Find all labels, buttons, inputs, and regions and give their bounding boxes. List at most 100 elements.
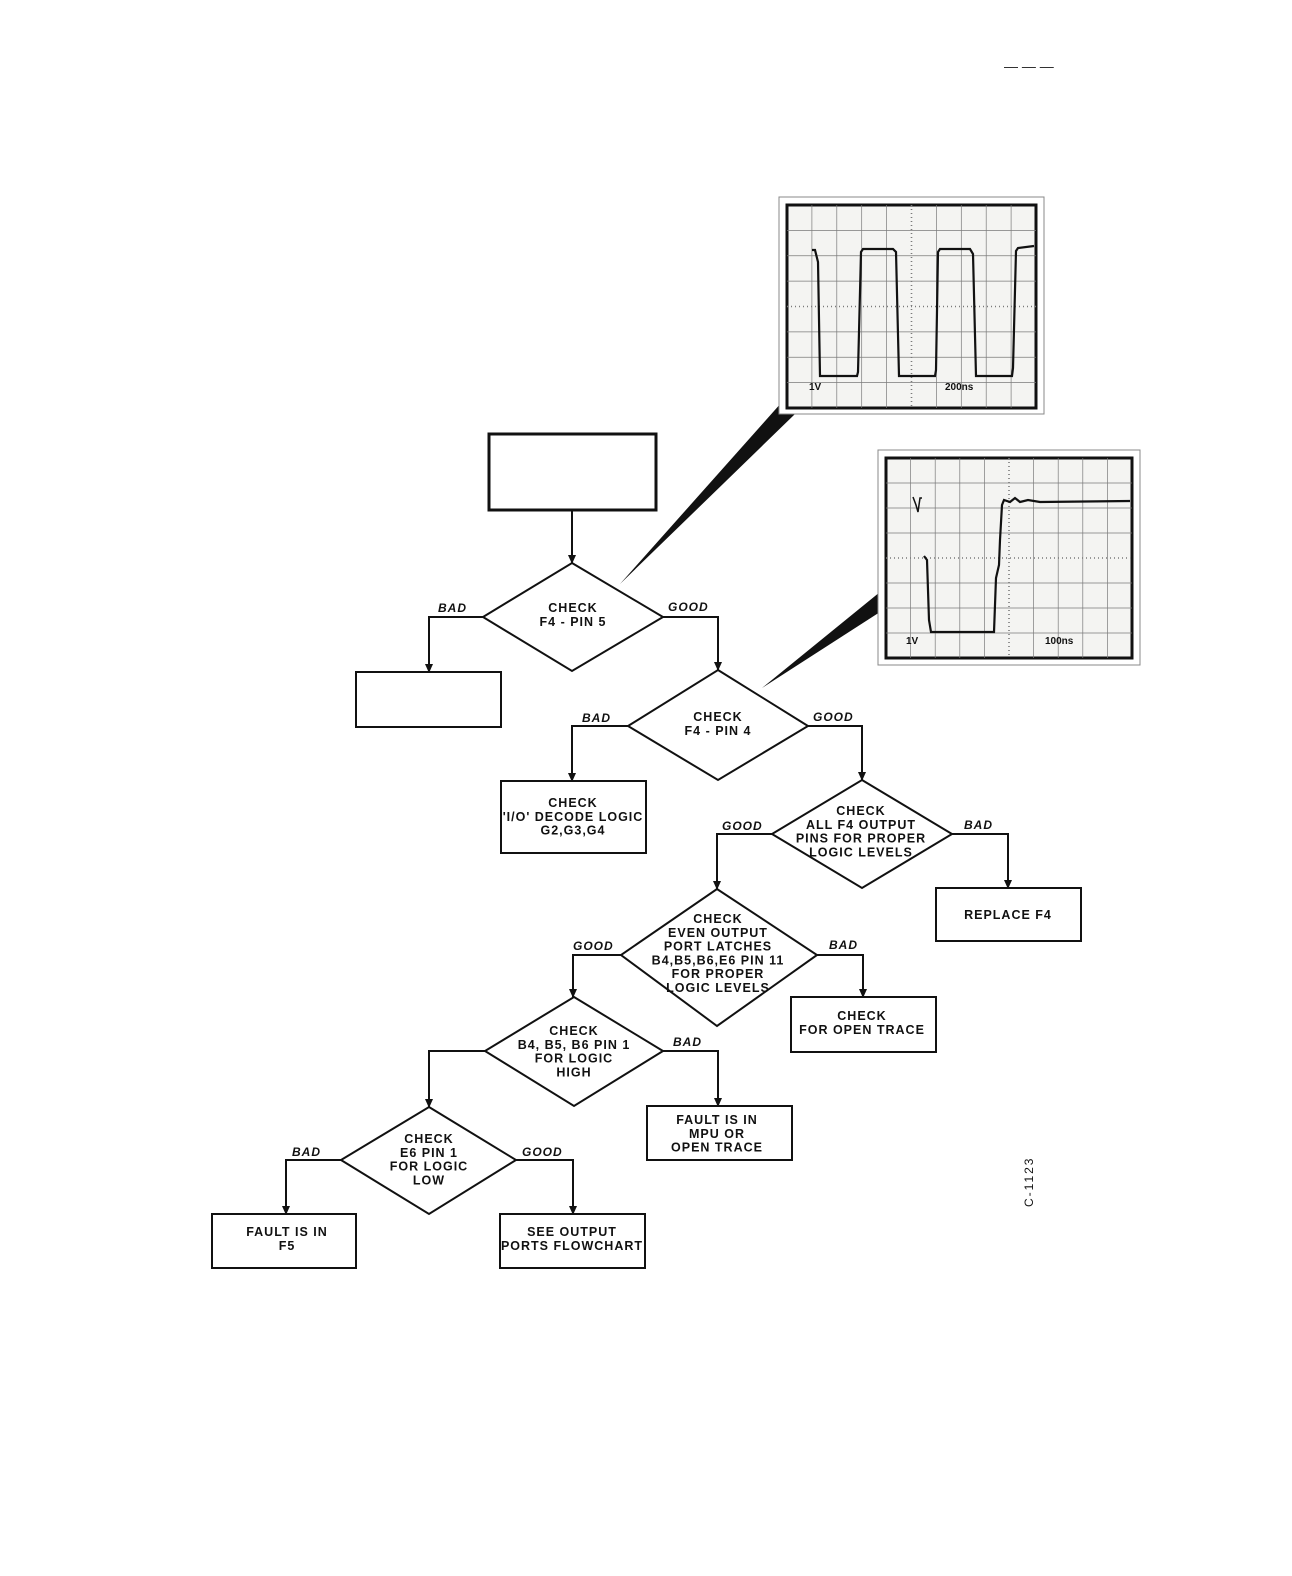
node-line: 'I/O' DECODE LOGIC xyxy=(503,810,644,824)
decision-check-f4-pin5 xyxy=(481,561,665,673)
connector-d4-good xyxy=(569,954,621,998)
decision-check-port-latches xyxy=(619,887,819,1028)
label-d4-good: GOOD xyxy=(573,939,614,953)
label-d2-good: GOOD xyxy=(813,710,854,724)
scope2-volts-label: 1V xyxy=(906,636,919,647)
scope1-volts-label: 1V xyxy=(809,382,822,393)
connector-d2-good xyxy=(808,725,866,781)
node-line: SEE OUTPUT xyxy=(527,1225,617,1239)
decision-check-f4-pin4 xyxy=(626,668,810,782)
figure-id: C-1123 xyxy=(1022,1157,1036,1207)
connector-d1-bad xyxy=(425,616,483,673)
connector-d2-bad xyxy=(568,725,628,782)
node-line: FOR LOGIC xyxy=(390,1160,468,1174)
label-d6-good: GOOD xyxy=(522,1145,563,1159)
node-line: F4 - PIN 4 xyxy=(685,724,752,738)
node-line: B4, B5, B6 PIN 1 xyxy=(518,1038,631,1052)
node-line: LOGIC LEVELS xyxy=(809,845,913,859)
node-line: HIGH xyxy=(556,1065,591,1079)
scope2-pointer xyxy=(762,592,880,688)
label-d3-bad: BAD xyxy=(964,818,993,832)
start-box xyxy=(487,432,658,512)
node-line: OPEN TRACE xyxy=(671,1141,763,1155)
label-d2-bad: BAD xyxy=(582,711,611,725)
connectors xyxy=(282,510,1012,1215)
node-line: PORTS FLOWCHART xyxy=(501,1239,643,1253)
box-replace-f4 xyxy=(935,887,1082,942)
box-fault-mpu xyxy=(646,1105,793,1161)
node-line: ALL F4 OUTPUT xyxy=(806,818,916,832)
box-d1-bad xyxy=(355,671,502,728)
connector-d5-bad xyxy=(663,1050,722,1107)
scope1-pointer xyxy=(620,402,795,584)
node-line: REPLACE F4 xyxy=(964,908,1052,922)
label-d1-bad: BAD xyxy=(438,601,467,615)
node-line: CHECK xyxy=(404,1132,453,1146)
glitch-trace xyxy=(912,496,922,513)
scope1-time-label: 200ns xyxy=(945,382,974,393)
label-d3-good: GOOD xyxy=(722,819,763,833)
page-marks: — — — xyxy=(1004,58,1054,74)
connector-d4-bad xyxy=(817,954,867,998)
square-wave-trace xyxy=(812,244,1035,378)
node-line: PORT LATCHES xyxy=(664,940,772,954)
node-line: CHECK xyxy=(836,804,885,818)
label-d5-bad: BAD xyxy=(673,1035,702,1049)
decision-check-pin1-high xyxy=(483,995,665,1108)
box-check-io-decode xyxy=(500,780,647,854)
decision-check-f4-outputs xyxy=(770,778,954,890)
node-line: LOW xyxy=(413,1173,445,1187)
box3-text: REPLACE F4 xyxy=(964,908,1052,922)
node-line: CHECK xyxy=(548,796,597,810)
connector-d5-good xyxy=(425,1050,485,1108)
node-line: B4,B5,B6,E6 PIN 11 xyxy=(652,953,785,967)
node-line: E6 PIN 1 xyxy=(400,1146,458,1160)
node-line: G2,G3,G4 xyxy=(541,824,606,838)
node-line: CHECK xyxy=(693,710,742,724)
node-line: FOR PROPER xyxy=(672,967,765,981)
oscilloscope-trace-2: 1V 100ns xyxy=(877,449,1141,666)
node-line: EVEN OUTPUT xyxy=(668,926,768,940)
node-line: CHECK xyxy=(548,601,597,615)
node-line: CHECK xyxy=(549,1024,598,1038)
node-line: CHECK xyxy=(837,1009,886,1023)
connector-d1-good xyxy=(663,616,722,671)
scope2-time-label: 100ns xyxy=(1045,636,1074,647)
oscilloscope-trace-1: 1V 200ns xyxy=(778,196,1045,415)
node-line: F5 xyxy=(279,1239,296,1253)
box-fault-f5 xyxy=(211,1213,357,1269)
connector-d6-bad xyxy=(282,1159,341,1215)
node-line: MPU OR xyxy=(689,1127,745,1141)
label-d4-bad: BAD xyxy=(829,938,858,952)
node-line: FAULT IS IN xyxy=(676,1113,758,1127)
node-line: CHECK xyxy=(693,912,742,926)
node-line: FAULT IS IN xyxy=(246,1225,328,1239)
node-line: F4 - PIN 5 xyxy=(540,615,607,629)
label-d1-good: GOOD xyxy=(668,600,709,614)
label-d6-bad: BAD xyxy=(292,1145,321,1159)
decision-check-e6-pin1-low xyxy=(339,1105,518,1216)
node-line: LOGIC LEVELS xyxy=(666,981,770,995)
node-line: PINS FOR PROPER xyxy=(796,832,926,846)
connector-d3-good xyxy=(713,833,772,890)
step-trace xyxy=(923,496,1131,634)
connector-d6-good xyxy=(516,1159,577,1215)
node-line: FOR OPEN TRACE xyxy=(799,1023,925,1037)
box-check-open-trace xyxy=(790,996,937,1053)
connector-d3-bad xyxy=(952,833,1012,889)
box-see-output-ports xyxy=(499,1213,646,1269)
node-line: FOR LOGIC xyxy=(535,1052,613,1066)
